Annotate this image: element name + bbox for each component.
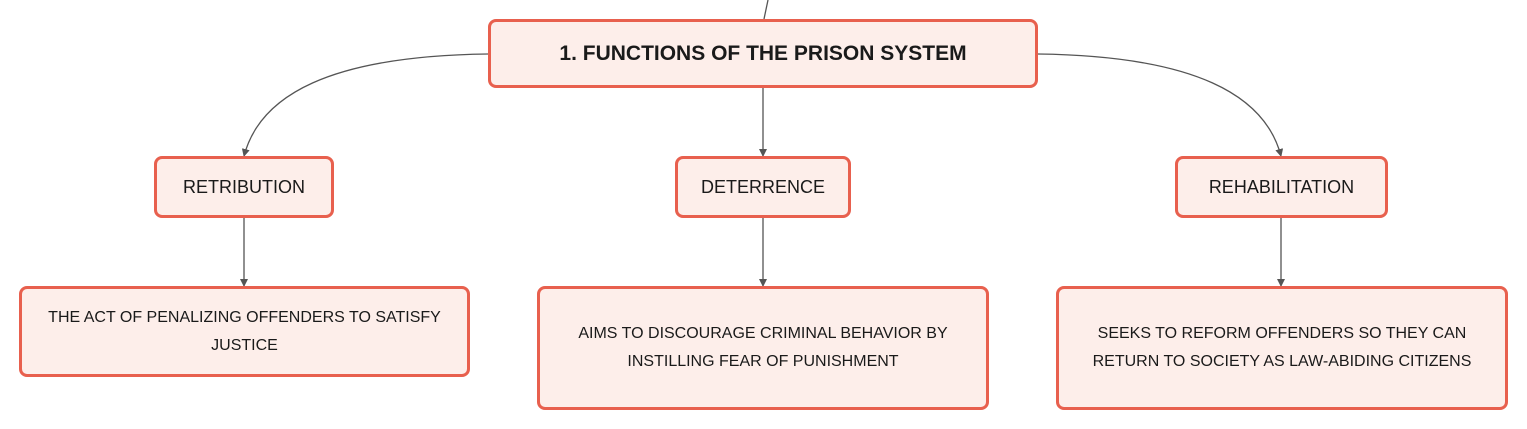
rehabilitation-description-node[interactable]: SEEKS TO REFORM OFFENDERS SO THEY CAN RE… — [1056, 286, 1508, 410]
retribution-node[interactable]: RETRIBUTION — [154, 156, 334, 218]
rehabilitation-node-label: REHABILITATION — [1208, 176, 1355, 197]
connector-root-to-rehabilitation — [1037, 53, 1284, 157]
deterrence-node[interactable]: DETERRENCE — [675, 156, 851, 218]
root-node-label: 1. FUNCTIONS OF THE PRISON SYSTEM — [559, 41, 967, 65]
root-node[interactable]: 1. FUNCTIONS OF THE PRISON SYSTEM — [488, 19, 1038, 88]
retribution-description-text: THE ACT OF PENALIZING OFFENDERS TO SATIS… — [48, 308, 441, 354]
deterrence-node-label: DETERRENCE — [700, 176, 825, 197]
deterrence-description-text: AIMS TO DISCOURAGE CRIMINAL BEHAVIOR BY … — [578, 325, 948, 370]
connector-root-to-retribution — [241, 53, 489, 157]
retribution-description-node[interactable]: THE ACT OF PENALIZING OFFENDERS TO SATIS… — [19, 286, 470, 377]
connector-from-parent — [763, 0, 769, 20]
retribution-node-label: RETRIBUTION — [182, 176, 305, 197]
rehabilitation-node[interactable]: REHABILITATION — [1175, 156, 1388, 218]
rehabilitation-description-text: SEEKS TO REFORM OFFENDERS SO THEY CAN RE… — [1092, 325, 1472, 370]
deterrence-description-node[interactable]: AIMS TO DISCOURAGE CRIMINAL BEHAVIOR BY … — [537, 286, 989, 410]
